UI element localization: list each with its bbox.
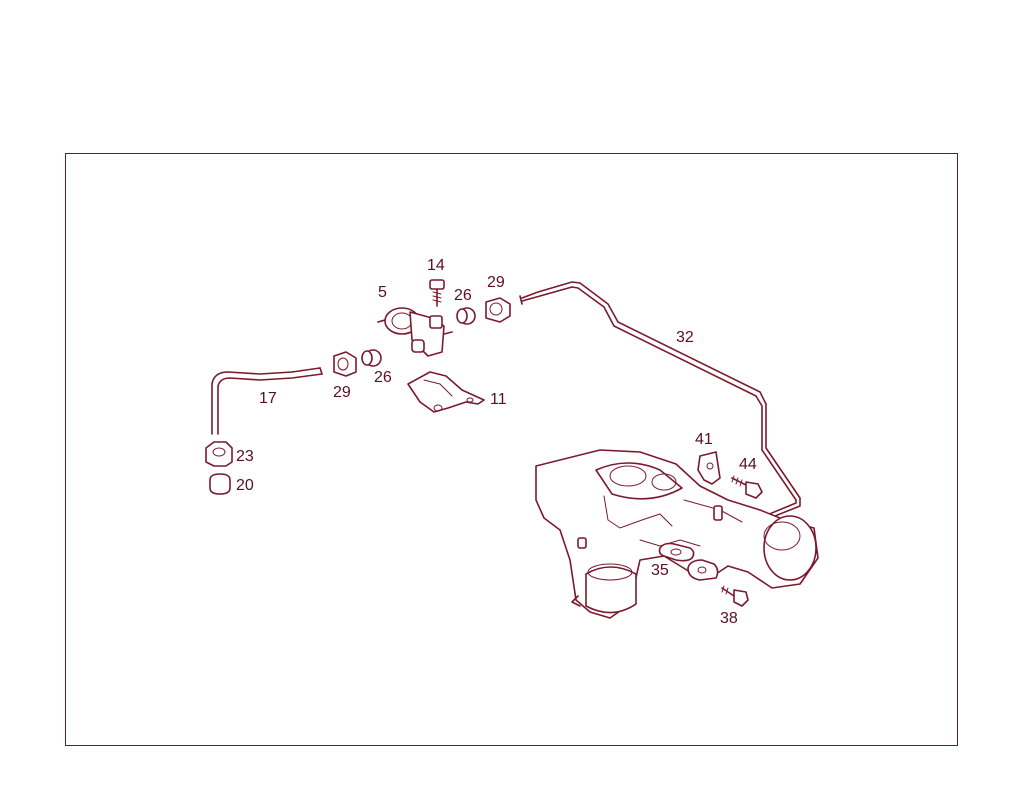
bushing-part-26-upper xyxy=(456,307,476,325)
label-38: 38 xyxy=(720,610,738,627)
cap-part-20 xyxy=(209,473,231,495)
label-41: 41 xyxy=(695,431,713,448)
label-32: 32 xyxy=(676,329,694,346)
clip-part-41 xyxy=(697,451,721,485)
label-14: 14 xyxy=(427,257,445,274)
label-29-upper: 29 xyxy=(487,274,505,291)
label-26-lower: 26 xyxy=(374,369,392,386)
hose-part-17 xyxy=(211,367,323,435)
bracket-part-11 xyxy=(407,371,485,413)
label-44: 44 xyxy=(739,456,757,473)
nut-part-29-upper xyxy=(485,297,511,323)
nut-part-29-lower xyxy=(333,351,357,377)
label-29-lower: 29 xyxy=(333,384,351,401)
label-5: 5 xyxy=(378,284,387,301)
bolt-part-14 xyxy=(429,279,445,307)
label-26-upper: 26 xyxy=(454,287,472,304)
bushing-part-26-lower xyxy=(361,349,382,367)
vacuum-valve-part-5 xyxy=(377,307,453,357)
intake-manifold xyxy=(535,449,819,619)
bolt-part-38 xyxy=(721,585,749,607)
label-35: 35 xyxy=(651,562,669,579)
gasket-part-35 xyxy=(658,542,695,562)
label-11: 11 xyxy=(490,391,507,408)
nut-part-23 xyxy=(205,441,233,467)
diagram-frame xyxy=(65,153,958,746)
bolt-part-44 xyxy=(731,475,763,499)
flange xyxy=(687,559,719,581)
label-20: 20 xyxy=(236,477,254,494)
label-17: 17 xyxy=(259,390,277,407)
label-23: 23 xyxy=(236,448,254,465)
